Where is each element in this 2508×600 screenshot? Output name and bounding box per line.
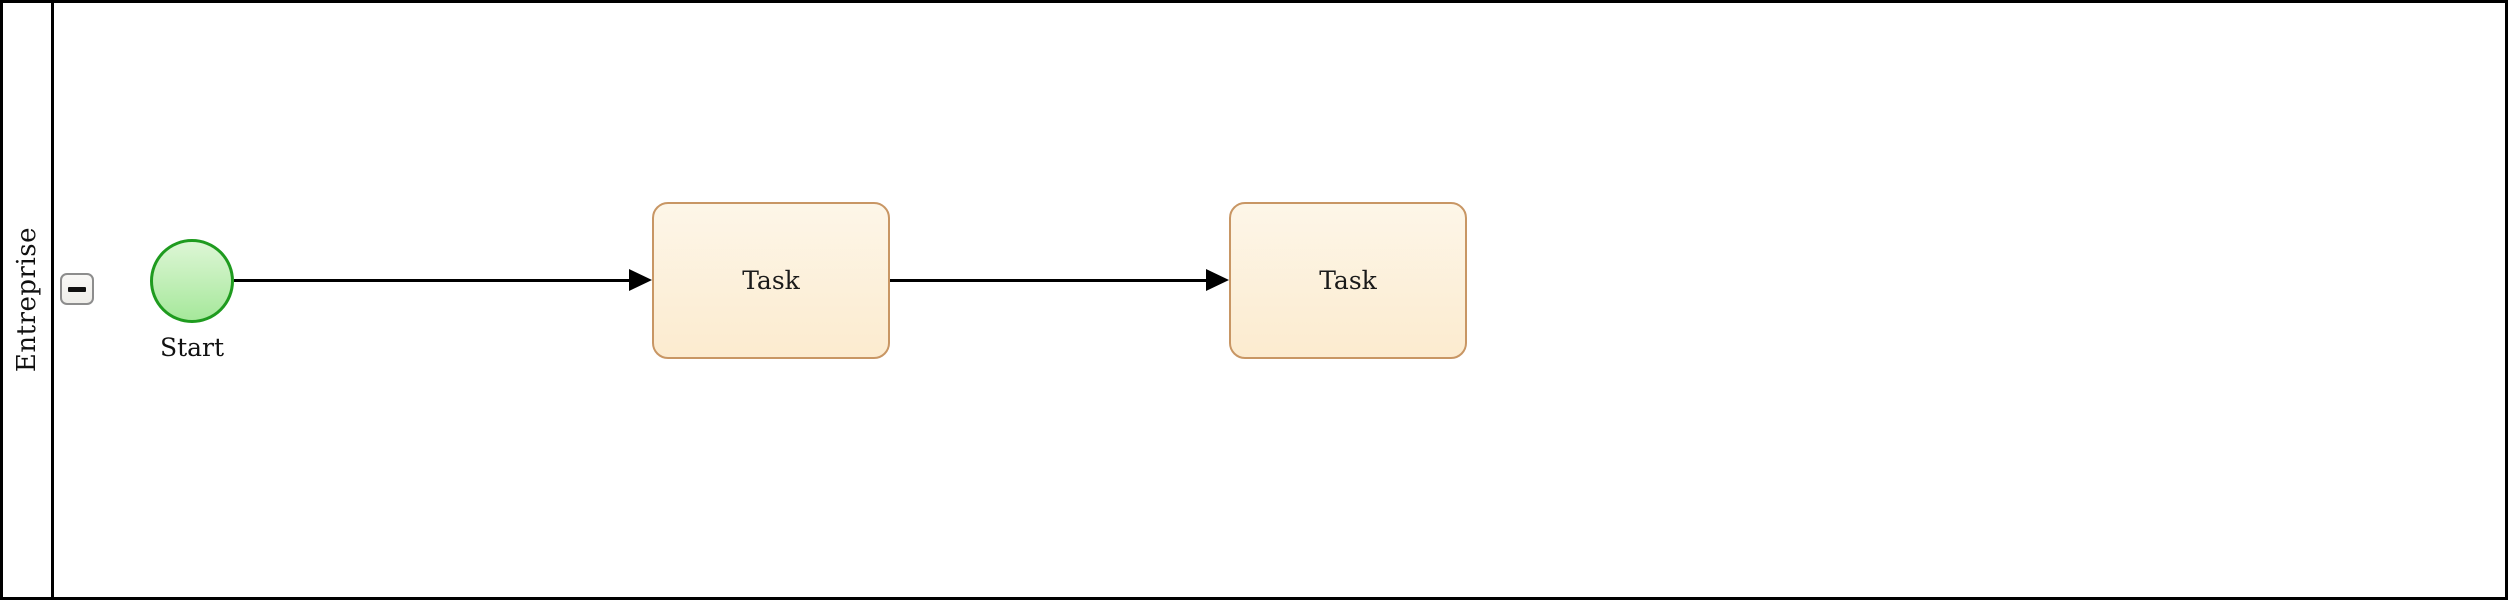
pool-header-divider	[51, 3, 54, 597]
minus-icon	[68, 286, 86, 292]
start-event-circle[interactable]	[150, 239, 234, 323]
sequence-flow-2	[890, 279, 1208, 282]
start-event-label: Start	[159, 333, 225, 362]
task-2-label: Task	[1319, 266, 1377, 295]
pool-label: Entreprise	[12, 227, 42, 373]
task-node-1[interactable]: Task	[652, 202, 890, 359]
arrowhead-icon	[1206, 269, 1229, 291]
task-node-2[interactable]: Task	[1229, 202, 1467, 359]
arrowhead-icon	[629, 269, 652, 291]
task-1-label: Task	[742, 266, 800, 295]
collapse-pool-button[interactable]	[60, 273, 94, 305]
sequence-flow-1	[234, 279, 632, 282]
pool-header: Entreprise	[3, 3, 51, 597]
